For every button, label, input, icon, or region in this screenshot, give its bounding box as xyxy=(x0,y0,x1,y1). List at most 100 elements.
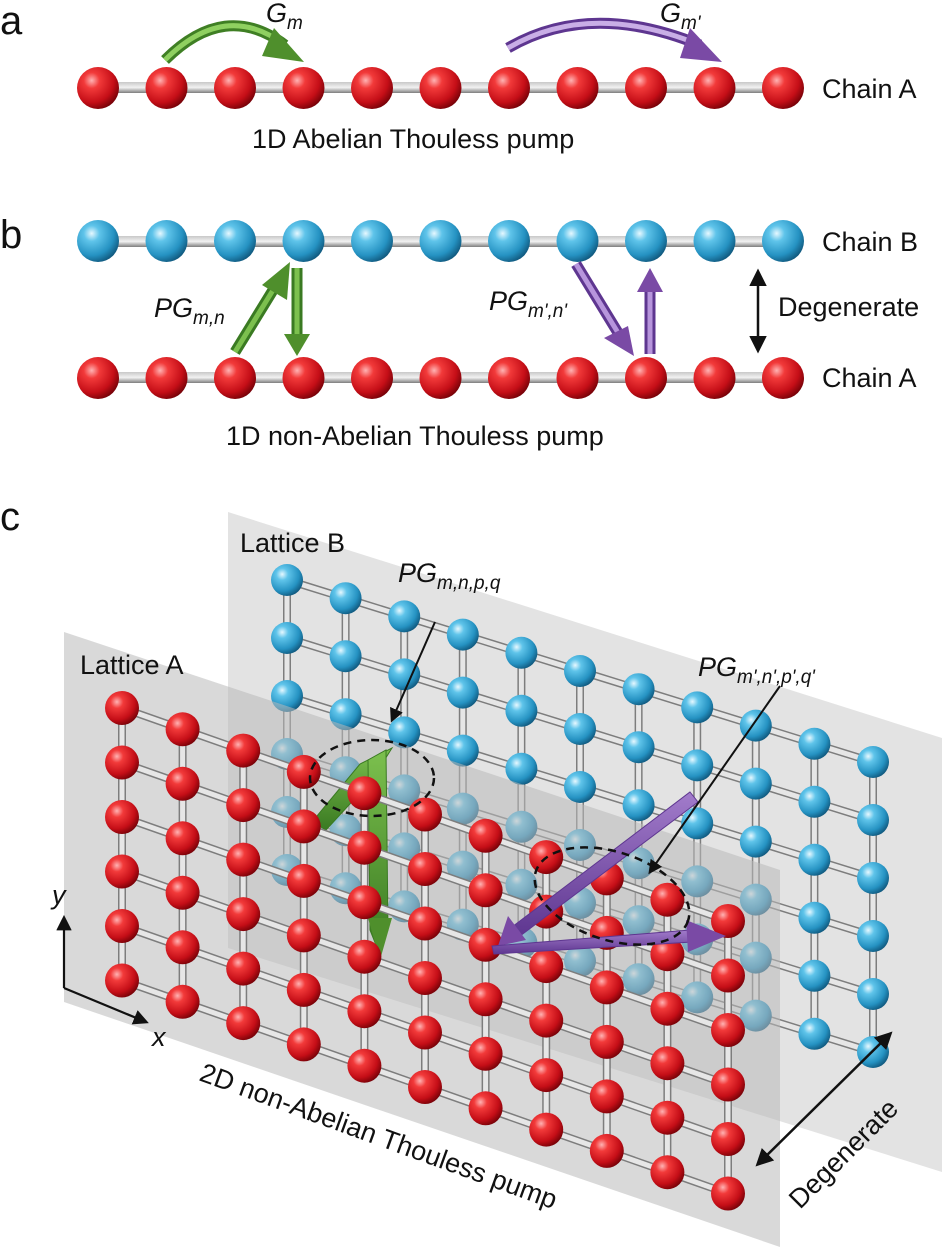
lattice-a-atom xyxy=(468,1091,503,1126)
lattice-b-atom xyxy=(681,691,714,724)
chain-a-atom xyxy=(625,67,667,109)
panel-b-caption: 1D non-Abelian Thouless pump xyxy=(226,421,604,451)
pointer-arrow-right xyxy=(648,685,781,875)
pg-mn-prime-label: PGm',n' xyxy=(489,286,568,322)
gm-prime-label: Gm' xyxy=(660,0,702,34)
lattice-a-atom xyxy=(226,1006,261,1041)
chain-a-atom xyxy=(77,357,119,399)
pg-mn-prime-arrows xyxy=(571,261,663,356)
pg-mnpq-prime-arrows xyxy=(491,791,726,955)
lattice-a-atom xyxy=(347,1048,382,1083)
panel-a-caption: 1D Abelian Thouless pump xyxy=(252,124,574,154)
chain-b-atom xyxy=(488,220,530,262)
gm-label: Gm xyxy=(266,0,303,34)
lattice-a-atom xyxy=(650,1100,685,1135)
pg-mn-arrows xyxy=(230,262,310,356)
chain-a-atoms-b xyxy=(77,357,804,399)
lattice-a-atom xyxy=(286,918,321,953)
lattice-b-atom xyxy=(739,825,772,858)
lattice-a xyxy=(105,691,745,1211)
chain-a-atom xyxy=(145,67,188,109)
lattice-a-atom xyxy=(650,937,685,972)
lattice-a-label: Lattice A xyxy=(80,650,184,680)
chain-a-atom xyxy=(625,357,667,399)
panel-b: b PGm,n PGm',n' Chain B Degenerate xyxy=(0,213,919,451)
lattice-b-atom xyxy=(798,843,831,876)
lattice-b-atom xyxy=(505,636,538,669)
lattice-a-atom xyxy=(347,939,382,974)
lattice-a-atom xyxy=(286,754,321,789)
chain-b-atom xyxy=(351,220,393,262)
lattice-b-atom xyxy=(564,713,596,745)
lattice-a-atom xyxy=(711,1067,745,1102)
lattice-a-atom xyxy=(286,972,321,1007)
lattice-a-atom xyxy=(226,897,261,932)
chain-a-atom xyxy=(351,67,393,109)
lattice-a-atom xyxy=(165,821,200,856)
chain-b-atom xyxy=(419,220,462,262)
lattice-b-atom xyxy=(622,731,655,764)
lattice-a-atom xyxy=(105,691,139,725)
lattice-a-atom xyxy=(529,949,564,984)
chain-a-atom xyxy=(419,357,462,399)
chain-b-atom xyxy=(693,220,736,262)
lattice-a-atom xyxy=(408,852,442,886)
chain-a-atom xyxy=(762,357,804,399)
lattice-a-atom xyxy=(165,712,200,747)
lattice-b-atom xyxy=(446,618,479,651)
lattice-b-atom xyxy=(388,658,421,691)
lattice-a-atom xyxy=(105,854,139,889)
lattice-a-atom xyxy=(711,904,745,938)
lattice-a-atom xyxy=(589,970,624,1005)
degenerate-label-b: Degenerate xyxy=(778,292,919,322)
axis-x-label: x xyxy=(150,1022,167,1052)
lattice-a-atom xyxy=(105,909,139,943)
lattice-a-atom xyxy=(408,961,442,995)
lattice-a-atom xyxy=(226,788,261,823)
lattice-a-atom xyxy=(286,1027,321,1062)
lattice-a-atom xyxy=(650,882,685,917)
lattice-b-atom xyxy=(798,727,831,760)
lattice-b-atom xyxy=(857,746,889,778)
lattice-a-atom xyxy=(165,984,200,1019)
lattice-a-atom xyxy=(226,951,261,986)
lattice-a-atom xyxy=(650,1046,685,1081)
lattice-a-atom xyxy=(165,766,200,801)
lattice-b-atom xyxy=(564,655,596,687)
lattice-a-atom xyxy=(165,930,200,965)
lattice-b-atom xyxy=(857,804,889,836)
lattice-b-atom xyxy=(857,978,889,1010)
panel-a-letter: a xyxy=(0,0,23,43)
lattice-b-atom xyxy=(798,901,831,934)
lattice-b-atom xyxy=(798,1017,831,1050)
lattice-a-atom xyxy=(711,1122,745,1156)
lattice-a-atom xyxy=(468,1036,503,1071)
pg-mnpq-prime-label: PGm',n',p',q' xyxy=(698,652,816,688)
chain-a-atom xyxy=(762,67,804,109)
pg-mn-label: PGm,n xyxy=(154,293,225,329)
lattice-a-atom xyxy=(408,1070,442,1104)
chain-b-atom xyxy=(625,220,667,262)
lattice-a-atom xyxy=(589,1133,624,1168)
lattice-a-atom xyxy=(711,958,745,993)
lattice-a-atom xyxy=(650,991,685,1026)
chain-a-atom xyxy=(488,67,530,109)
chain-a-atom xyxy=(214,67,256,109)
lattice-b-atom xyxy=(622,789,655,822)
panel-b-letter: b xyxy=(0,213,22,257)
lattice-a-atom xyxy=(408,1015,442,1050)
lattice-a-atom xyxy=(347,830,382,865)
chain-a-atom xyxy=(419,67,462,109)
lattice-b-atom xyxy=(622,673,655,706)
degenerate-arrow-c xyxy=(755,1031,893,1167)
lattice-a-atom xyxy=(468,873,503,908)
chain-a-atom xyxy=(282,357,325,399)
lattice-a-atom xyxy=(105,963,139,998)
chain-a-atom xyxy=(282,67,325,109)
chain-a-atom xyxy=(693,67,736,109)
lattice-a-atom xyxy=(165,875,200,910)
pointer-arrow-left xyxy=(390,621,436,723)
lattice-b-label: Lattice B xyxy=(240,528,345,558)
chain-b-atoms xyxy=(77,220,804,262)
